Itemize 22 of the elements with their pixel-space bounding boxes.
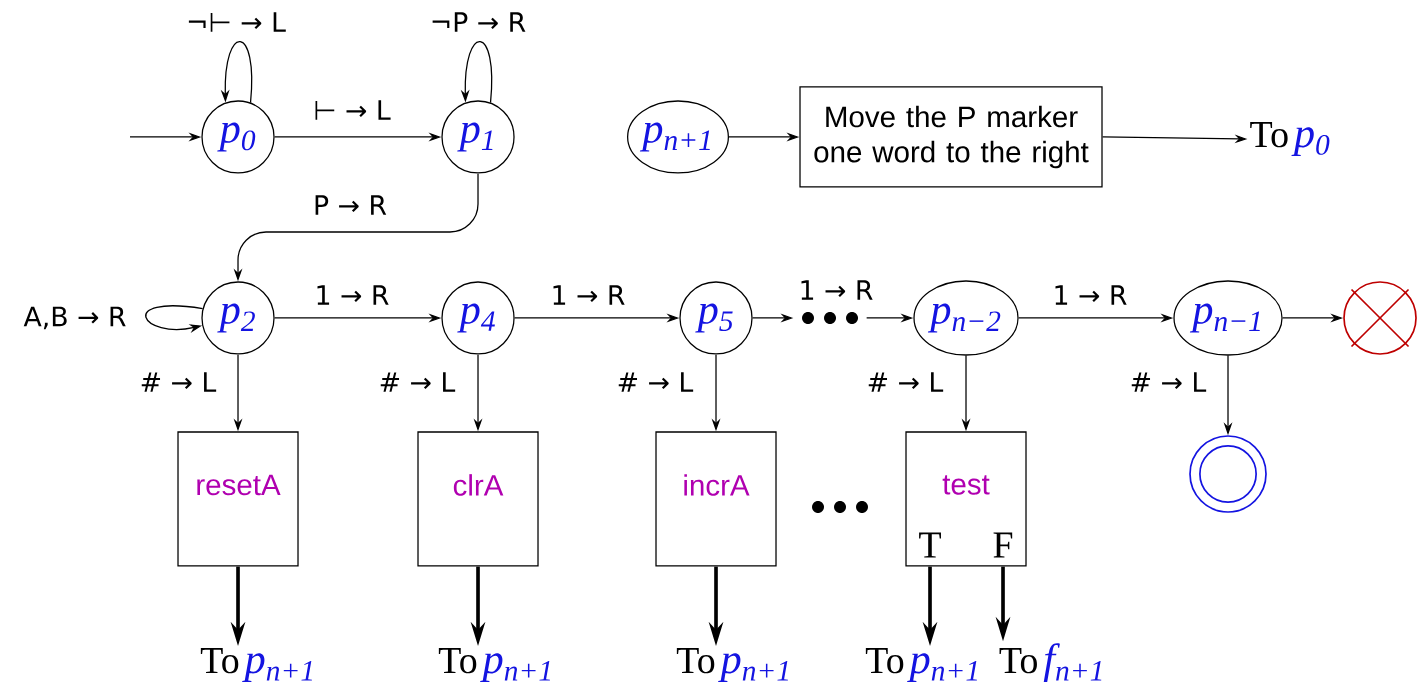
process-box: resetA: [177, 431, 299, 567]
edge-label: P → R: [311, 193, 389, 217]
edge-label: ¬P → R: [428, 10, 528, 34]
edge-label: 1 → R: [549, 283, 627, 307]
edge-label: ⊢ → L: [311, 98, 393, 122]
edge-label: # → L: [615, 370, 695, 394]
edge-label: 1 → R: [1051, 283, 1129, 307]
process-box: clrA: [417, 431, 539, 567]
reject-state: [1343, 281, 1417, 355]
edge-label: # → L: [1128, 370, 1208, 394]
edge-label: 1 → R: [313, 283, 391, 307]
process-box: test T F: [905, 431, 1027, 567]
process-box: Move the P marker one word to the right: [799, 86, 1103, 188]
edge-label: 1 → R: [797, 278, 875, 302]
accept-state: [1189, 435, 1267, 513]
edge-label: # → L: [138, 370, 218, 394]
edge-label: # → L: [865, 370, 945, 394]
process-box: incrA: [655, 431, 777, 567]
edge-label: ¬⊢ → L: [184, 10, 288, 34]
edge-label: A,B → R: [22, 305, 128, 331]
ellipsis-dots: [802, 312, 858, 324]
edge-label: # → L: [377, 370, 457, 394]
